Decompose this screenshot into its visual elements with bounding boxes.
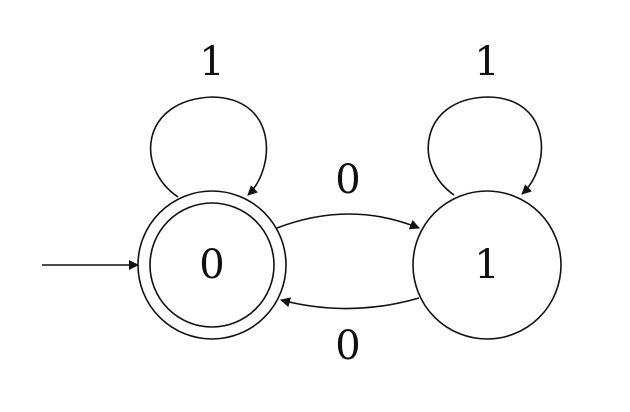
edge-0-to-1 <box>276 213 420 230</box>
self-loop-state-0-label: 1 <box>199 39 224 85</box>
edge-1-to-0-label: 0 <box>335 323 360 369</box>
edge-0-to-1-label: 0 <box>335 157 360 203</box>
state-1-ring <box>412 190 562 340</box>
state-0: 0 <box>137 190 287 340</box>
self-loop-state-1-label: 1 <box>474 39 499 85</box>
state-1-label: 1 <box>474 242 499 288</box>
state-1: 1 <box>412 190 562 340</box>
edge-1-to-0 <box>280 297 420 310</box>
state-0-label: 0 <box>199 242 224 288</box>
state-0-inner-ring <box>149 202 275 328</box>
self-loop-state-0 <box>149 96 268 198</box>
self-loop-state-1 <box>427 96 543 196</box>
